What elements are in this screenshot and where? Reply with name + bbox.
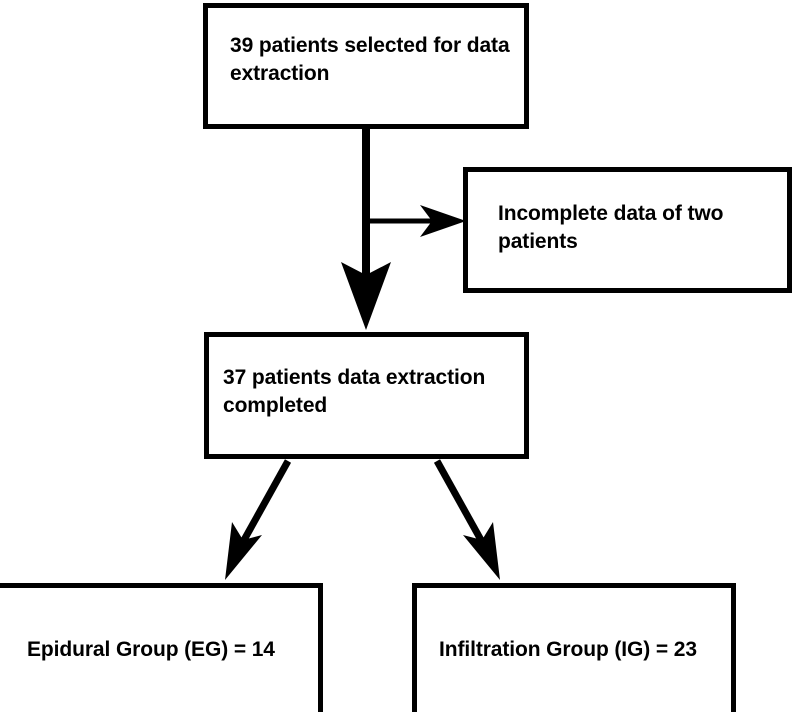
edge-completed-to-infiltration xyxy=(433,459,500,580)
edge-completed-to-epidural xyxy=(225,459,292,580)
node-patients-selected-label: 39 patients selected for data extraction xyxy=(230,34,510,85)
node-incomplete-data-label: Incomplete data of two patients xyxy=(498,202,724,253)
node-infiltration-group: Infiltration Group (IG) = 23 xyxy=(412,583,736,712)
node-extraction-completed: 37 patients data extraction completed xyxy=(204,332,529,459)
node-infiltration-group-label: Infiltration Group (IG) = 23 xyxy=(439,638,697,662)
node-incomplete-data: Incomplete data of two patients xyxy=(463,167,792,293)
edge-selected-to-completed xyxy=(341,129,391,330)
node-extraction-completed-label: 37 patients data extraction completed xyxy=(223,366,486,417)
node-patients-selected: 39 patients selected for data extraction xyxy=(203,3,529,129)
edge-selected-to-incomplete xyxy=(362,205,466,237)
node-epidural-group: Epidural Group (EG) = 14 xyxy=(0,583,323,712)
node-epidural-group-label: Epidural Group (EG) = 14 xyxy=(27,638,275,662)
